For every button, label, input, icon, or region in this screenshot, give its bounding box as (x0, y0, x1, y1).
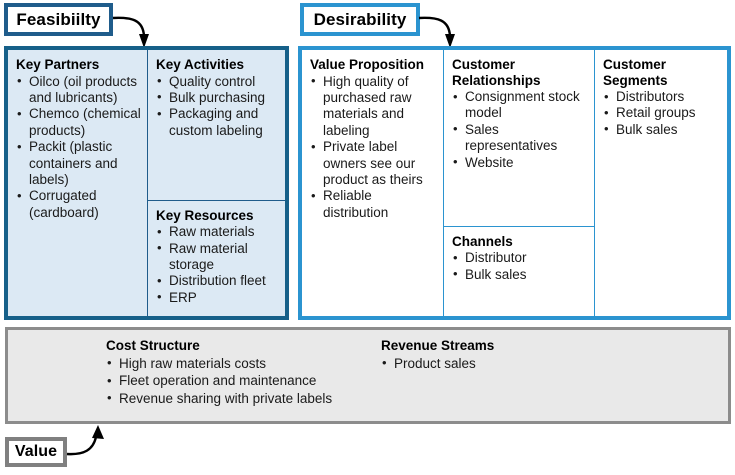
list-item: Fleet operation and maintenance (106, 372, 353, 390)
list-item: Distribution fleet (156, 273, 279, 290)
callout-desirability: Desirability (300, 3, 420, 36)
column-relationships-channels: Customer Relationships Consignment stock… (443, 50, 594, 316)
bullet-list-channels: Distributor Bulk sales (452, 250, 588, 283)
block-title-key-resources: Key Resources (156, 207, 254, 223)
list-item: High raw materials costs (106, 354, 353, 373)
desirability-panel: Value Proposition High quality of purcha… (298, 46, 731, 320)
bullet-list-key-activities: Quality control Bulk purchasing Packagin… (156, 73, 279, 140)
list-item: Quality control (156, 73, 279, 90)
block-title-value-proposition: Value Proposition (310, 57, 425, 72)
list-item: Raw materials (156, 224, 279, 241)
callout-value-label: Value (14, 443, 58, 460)
curved-arrow-down-icon (112, 16, 149, 48)
block-title-customer-segments: Customer Segments (603, 57, 668, 88)
bullet-list-key-partners: Oilco (oil products and lubricants) Chem… (16, 73, 141, 222)
list-item: Product sales (381, 354, 728, 373)
curved-arrow-up-icon (66, 425, 104, 456)
block-cost-structure: Cost Structure High raw materials costs … (8, 330, 353, 421)
list-item: Distributors (603, 88, 721, 105)
bullet-list-customer-segments: Distributors Retail groups Bulk sales (603, 88, 721, 138)
block-channels: Channels Distributor Bulk sales (444, 225, 594, 316)
list-item: Private label owners see our product as … (310, 139, 437, 188)
block-title-revenue-streams: Revenue Streams (381, 338, 495, 353)
bullet-list-value-proposition: High quality of purchased raw materials … (310, 73, 437, 222)
list-item: Bulk sales (603, 121, 721, 138)
callout-feasibility: Feasibiilty (4, 3, 113, 36)
callout-value: Value (5, 437, 67, 467)
block-title-customer-relationships: Customer Relationships (452, 57, 541, 88)
block-key-resources: Key Resources Raw materials Raw material… (148, 199, 285, 316)
bullet-list-key-resources: Raw materials Raw material storage Distr… (156, 224, 279, 306)
list-item: Bulk purchasing (156, 89, 279, 106)
bottom-panel: Cost Structure High raw materials costs … (5, 327, 731, 424)
list-item: Revenue sharing with private labels (106, 389, 353, 408)
list-item: Packaging and custom labeling (156, 106, 279, 139)
list-item: Website (452, 154, 588, 171)
block-customer-relationships: Customer Relationships Consignment stock… (444, 50, 594, 226)
block-revenue-streams: Revenue Streams Product sales (353, 330, 728, 421)
list-item: Chemco (chemical products) (16, 106, 141, 139)
bullet-list-revenue-streams: Product sales (381, 354, 728, 373)
block-key-partners: Key Partners Oilco (oil products and lub… (8, 50, 147, 316)
callout-feasibility-label: Feasibiilty (16, 9, 101, 29)
list-item: Consignment stock model (452, 89, 588, 122)
curved-arrow-down-icon (418, 16, 455, 48)
list-item: Reliable distribution (310, 188, 437, 221)
callout-desirability-label: Desirability (313, 9, 407, 29)
block-key-activities: Key Activities Quality control Bulk purc… (148, 50, 285, 200)
feasibility-panel: Key Partners Oilco (oil products and lub… (4, 46, 289, 320)
list-item: Packit (plastic containers and labels) (16, 139, 141, 188)
bullet-list-customer-relationships: Consignment stock model Sales representa… (452, 89, 588, 171)
block-title-channels: Channels (452, 233, 513, 249)
block-title-key-activities: Key Activities (156, 57, 245, 72)
column-activities-resources: Key Activities Quality control Bulk purc… (147, 50, 285, 316)
block-title-cost-structure: Cost Structure (106, 338, 200, 353)
list-item: Raw material storage (156, 240, 279, 274)
list-item: Corrugated (cardboard) (16, 188, 141, 221)
list-item: Retail groups (603, 105, 721, 122)
list-item: Distributor (452, 250, 588, 267)
bullet-list-cost-structure: High raw materials costs Fleet operation… (106, 354, 353, 408)
block-customer-segments: Customer Segments Distributors Retail gr… (594, 50, 727, 316)
list-item: Oilco (oil products and lubricants) (16, 73, 141, 107)
block-value-proposition: Value Proposition High quality of purcha… (302, 50, 443, 316)
list-item: Bulk sales (452, 266, 588, 283)
list-item: High quality of purchased raw materials … (310, 73, 437, 140)
list-item: Sales representatives (452, 121, 588, 155)
list-item: ERP (156, 289, 279, 306)
block-title-key-partners: Key Partners (16, 57, 100, 72)
